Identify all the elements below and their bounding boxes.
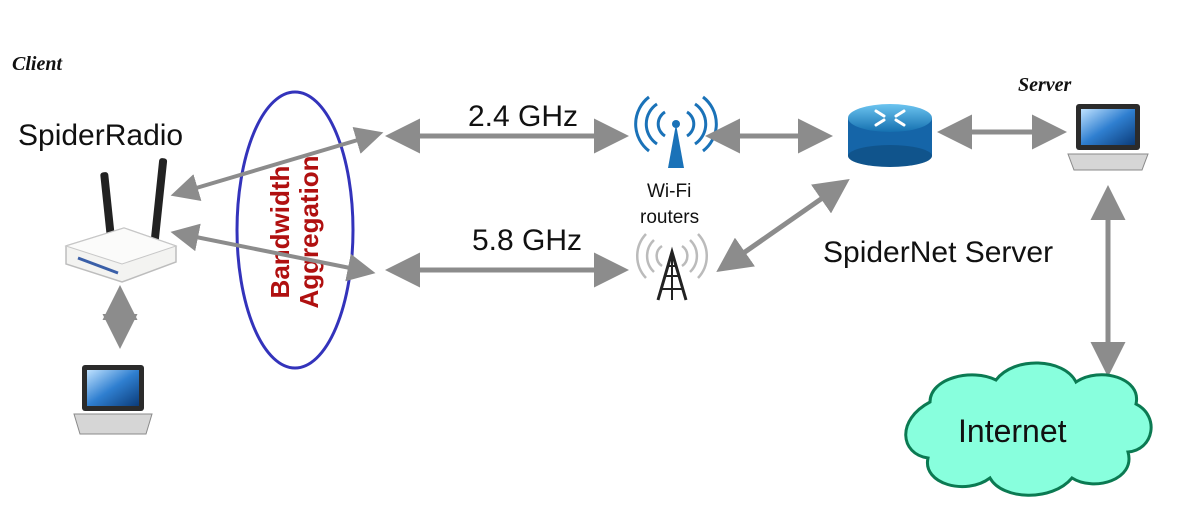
cloud-icon: [904, 361, 1153, 497]
aggregation-label: Aggregation: [294, 155, 324, 308]
lower-router-arrow: [170, 223, 376, 282]
cell-tower-icon: [636, 233, 708, 301]
client-label: Client: [12, 53, 63, 75]
freq-58-label: 5.8 GHz: [472, 224, 582, 257]
spiderradio-label: SpiderRadio: [18, 119, 183, 152]
network-router-icon: [848, 104, 932, 167]
client-laptop-icon: [73, 365, 153, 435]
wifi-tower-icon: [634, 95, 718, 168]
server-laptop-icon: [1067, 104, 1149, 171]
upper-router-arrow: [170, 126, 384, 202]
server-label: Server: [1018, 74, 1072, 96]
wifi-router-icon: [64, 158, 178, 283]
routers-label: routers: [640, 207, 699, 228]
freq-24-label: 2.4 GHz: [468, 100, 578, 133]
spidernet-server-label: SpiderNet Server: [823, 236, 1053, 269]
internet-label: Internet: [958, 413, 1067, 449]
bandwidth-label: Bandwidth: [265, 166, 295, 299]
tower-to-server-arrow: [716, 178, 850, 273]
wifi-label: Wi-Fi: [647, 181, 691, 202]
